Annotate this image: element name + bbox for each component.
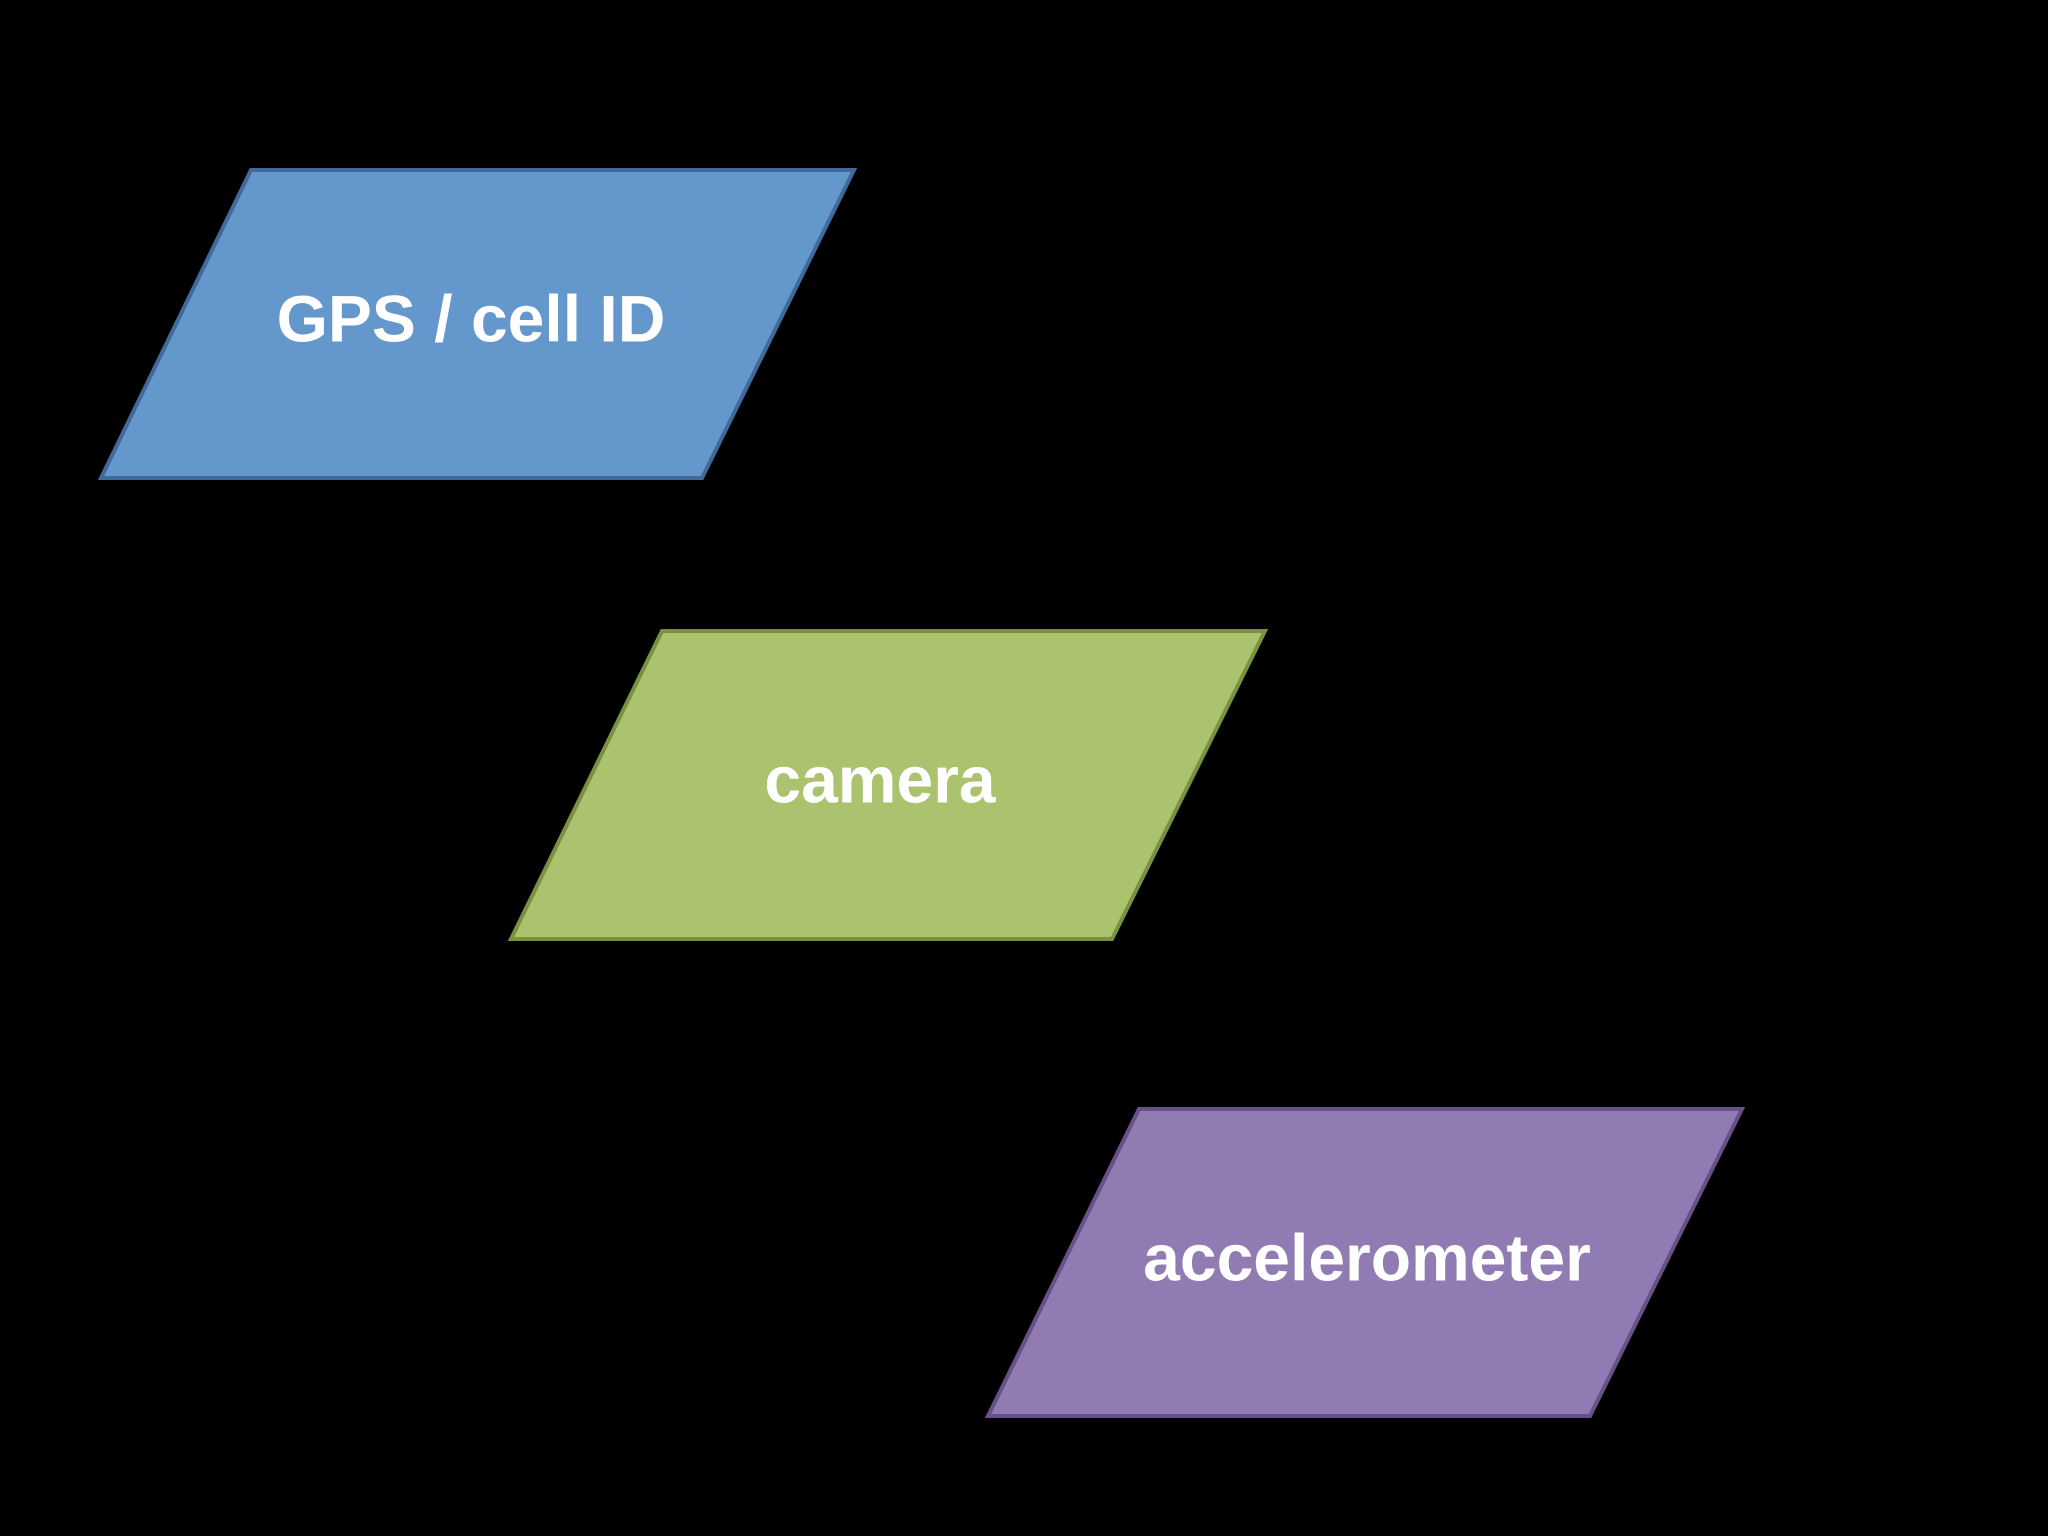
gps-cell-id-shape (97, 168, 858, 480)
gps-cell-id-label: GPS / cell ID (277, 281, 666, 355)
camera-label: camera (764, 742, 996, 816)
accelerometer-label: accelerometer (1143, 1220, 1591, 1294)
camera-node: camera (507, 629, 1269, 941)
camera-shape (507, 629, 1269, 941)
gps-cell-id-node: GPS / cell ID (97, 168, 858, 480)
accelerometer-node: accelerometer (984, 1107, 1746, 1418)
accelerometer-shape (984, 1107, 1746, 1418)
